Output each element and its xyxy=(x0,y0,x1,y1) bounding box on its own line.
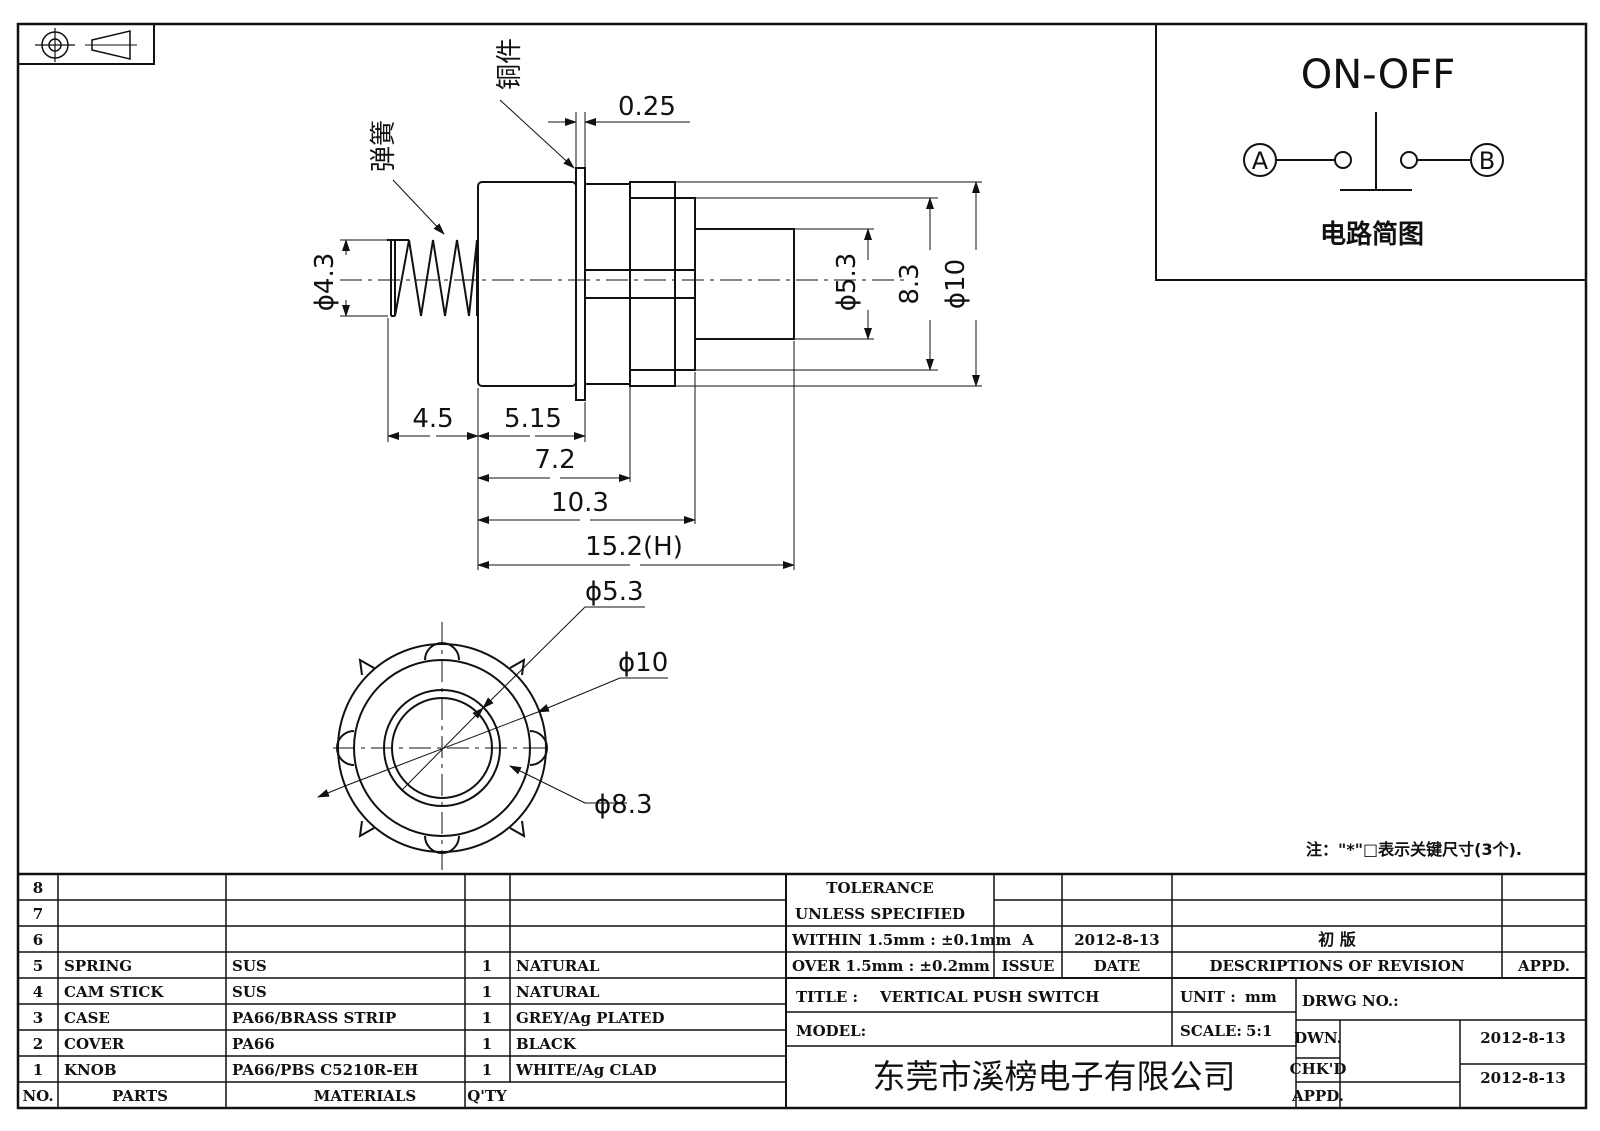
model-label: MODEL: xyxy=(796,1022,866,1040)
tolerance-line1: TOLERANCE xyxy=(826,879,933,897)
side-view xyxy=(340,167,910,401)
copper-callout: 铜件 xyxy=(495,38,525,90)
bom-qty: 1 xyxy=(482,957,492,975)
dim-0-25: 0.25 xyxy=(618,92,676,122)
dim-8-3: 8.3 xyxy=(895,263,925,304)
bom-qty: 1 xyxy=(482,983,492,1001)
revision-description: 初 版 xyxy=(1318,930,1356,949)
bom-no: 8 xyxy=(33,879,43,897)
bom-row-8: 8 xyxy=(33,879,43,897)
unit-value: mm xyxy=(1245,988,1277,1006)
circuit-schematic: ON-OFF A B 电路简图 xyxy=(1155,23,1587,281)
bom-finish: BLACK xyxy=(516,1035,577,1053)
bom-finish: NATURAL xyxy=(516,957,600,975)
side-dimensions xyxy=(340,99,982,570)
tolerance-line3: WITHIN 1.5mm : ±0.1mm xyxy=(791,931,1012,949)
chkd-label: CHK'D xyxy=(1290,1060,1347,1078)
tolerance-line2: UNLESS SPECIFIED xyxy=(795,905,965,923)
bom-row-7: 7 xyxy=(33,905,43,923)
dwn-date: 2012-8-13 xyxy=(1480,1029,1566,1047)
bom-header: NO. PARTS MATERIALS Q'TY xyxy=(22,1087,507,1105)
scale-value: 5:1 xyxy=(1246,1022,1272,1040)
bom-row-4: 4 CAM STICK SUS 1 NATURAL xyxy=(33,983,600,1001)
bom-part: CAM STICK xyxy=(64,983,164,1001)
dim-phi-10-top: ϕ10 xyxy=(618,648,668,678)
bom-no: 4 xyxy=(33,983,43,1001)
bom-material: SUS xyxy=(232,957,267,975)
bom-no: 7 xyxy=(33,905,43,923)
dim-15-2: 15.2(H) xyxy=(585,532,683,562)
dim-phi-10-side: ϕ10 xyxy=(941,259,971,309)
revision-issue: A xyxy=(1021,931,1034,949)
bom-part: SPRING xyxy=(64,957,132,975)
revision-issue-label: ISSUE xyxy=(1002,957,1055,975)
revision-desc-label: DESCRIPTIONS OF REVISION xyxy=(1209,957,1464,975)
bom-grid xyxy=(18,872,1586,1108)
dim-10-3: 10.3 xyxy=(551,488,609,518)
dim-phi-5-3-top: ϕ5.3 xyxy=(585,577,644,607)
bom-header-qty: Q'TY xyxy=(467,1087,507,1105)
bom-row-6: 6 xyxy=(33,931,43,949)
bom-header-no: NO. xyxy=(22,1087,53,1105)
bom-finish: WHITE/Ag CLAD xyxy=(515,1061,657,1079)
dim-5-15: 5.15 xyxy=(504,404,562,434)
spring-callout: 弹簧 xyxy=(369,120,399,172)
bom-row-3: 3 CASE PA66/BRASS STRIP 1 GREY/Ag PLATED xyxy=(33,1009,665,1027)
schematic-title: ON-OFF xyxy=(1301,52,1455,98)
scale-label: SCALE: xyxy=(1180,1022,1242,1040)
title-value: VERTICAL PUSH SWITCH xyxy=(879,988,1099,1006)
dim-phi-8-3-top: ϕ8.3 xyxy=(594,790,653,820)
projection-symbol-icon xyxy=(17,23,155,65)
bom-material: PA66/BRASS STRIP xyxy=(232,1009,396,1027)
dim-phi-4-3: ϕ4.3 xyxy=(310,253,340,312)
bom-no: 2 xyxy=(33,1035,43,1053)
bom-no: 1 xyxy=(33,1061,43,1079)
bom-no: 5 xyxy=(33,957,43,975)
bom-no: 3 xyxy=(33,1009,43,1027)
revision-date-label: DATE xyxy=(1094,957,1140,975)
bom-header-parts: PARTS xyxy=(112,1087,168,1105)
critical-dimension-note: 注："*"□表示关键尺寸(3个). xyxy=(1306,840,1522,859)
bom-qty: 1 xyxy=(482,1035,492,1053)
schematic-caption: 电路简图 xyxy=(1320,219,1424,250)
appd-label: APPD. xyxy=(1291,1087,1344,1105)
revision-appd-label: APPD. xyxy=(1517,957,1570,975)
bom-material: SUS xyxy=(232,983,267,1001)
bom-part: KNOB xyxy=(64,1061,117,1079)
chkd-date: 2012-8-13 xyxy=(1480,1069,1566,1087)
sheet-border xyxy=(16,22,1588,1110)
terminal-a-label: A xyxy=(1252,147,1269,175)
tolerance-line4: OVER 1.5mm : ±0.2mm xyxy=(792,957,990,975)
revision-date: 2012-8-13 xyxy=(1074,931,1160,949)
bom-finish: GREY/Ag PLATED xyxy=(516,1009,665,1027)
dim-4-5: 4.5 xyxy=(412,404,453,434)
bom-row-5: 5 SPRING SUS 1 NATURAL xyxy=(33,957,600,975)
bom-part: COVER xyxy=(64,1035,125,1053)
title-label: TITLE : xyxy=(796,988,858,1006)
dim-phi-5-3-side: ϕ5.3 xyxy=(832,253,862,312)
bom-header-materials: MATERIALS xyxy=(314,1087,417,1105)
dwn-label: DWN. xyxy=(1294,1029,1342,1047)
bom-finish: NATURAL xyxy=(516,983,600,1001)
bom-part: CASE xyxy=(64,1009,110,1027)
company-name: 东莞市溪榜电子有限公司 xyxy=(873,1057,1236,1096)
bom-material: PA66 xyxy=(232,1035,275,1053)
bom-no: 6 xyxy=(33,931,43,949)
bom-qty: 1 xyxy=(482,1009,492,1027)
bom-material: PA66/PBS C5210R-EH xyxy=(232,1061,418,1079)
unit-label: UNIT : xyxy=(1180,988,1236,1006)
bom-row-1: 1 KNOB PA66/PBS C5210R-EH 1 WHITE/Ag CLA… xyxy=(33,1061,657,1079)
drwg-no-label: DRWG NO.: xyxy=(1302,992,1399,1010)
bom-qty: 1 xyxy=(482,1061,492,1079)
top-dimensions xyxy=(317,606,668,804)
bom-row-2: 2 COVER PA66 1 BLACK xyxy=(33,1035,577,1053)
top-view xyxy=(333,622,548,870)
terminal-b-label: B xyxy=(1479,147,1495,175)
dim-7-2: 7.2 xyxy=(534,445,575,475)
